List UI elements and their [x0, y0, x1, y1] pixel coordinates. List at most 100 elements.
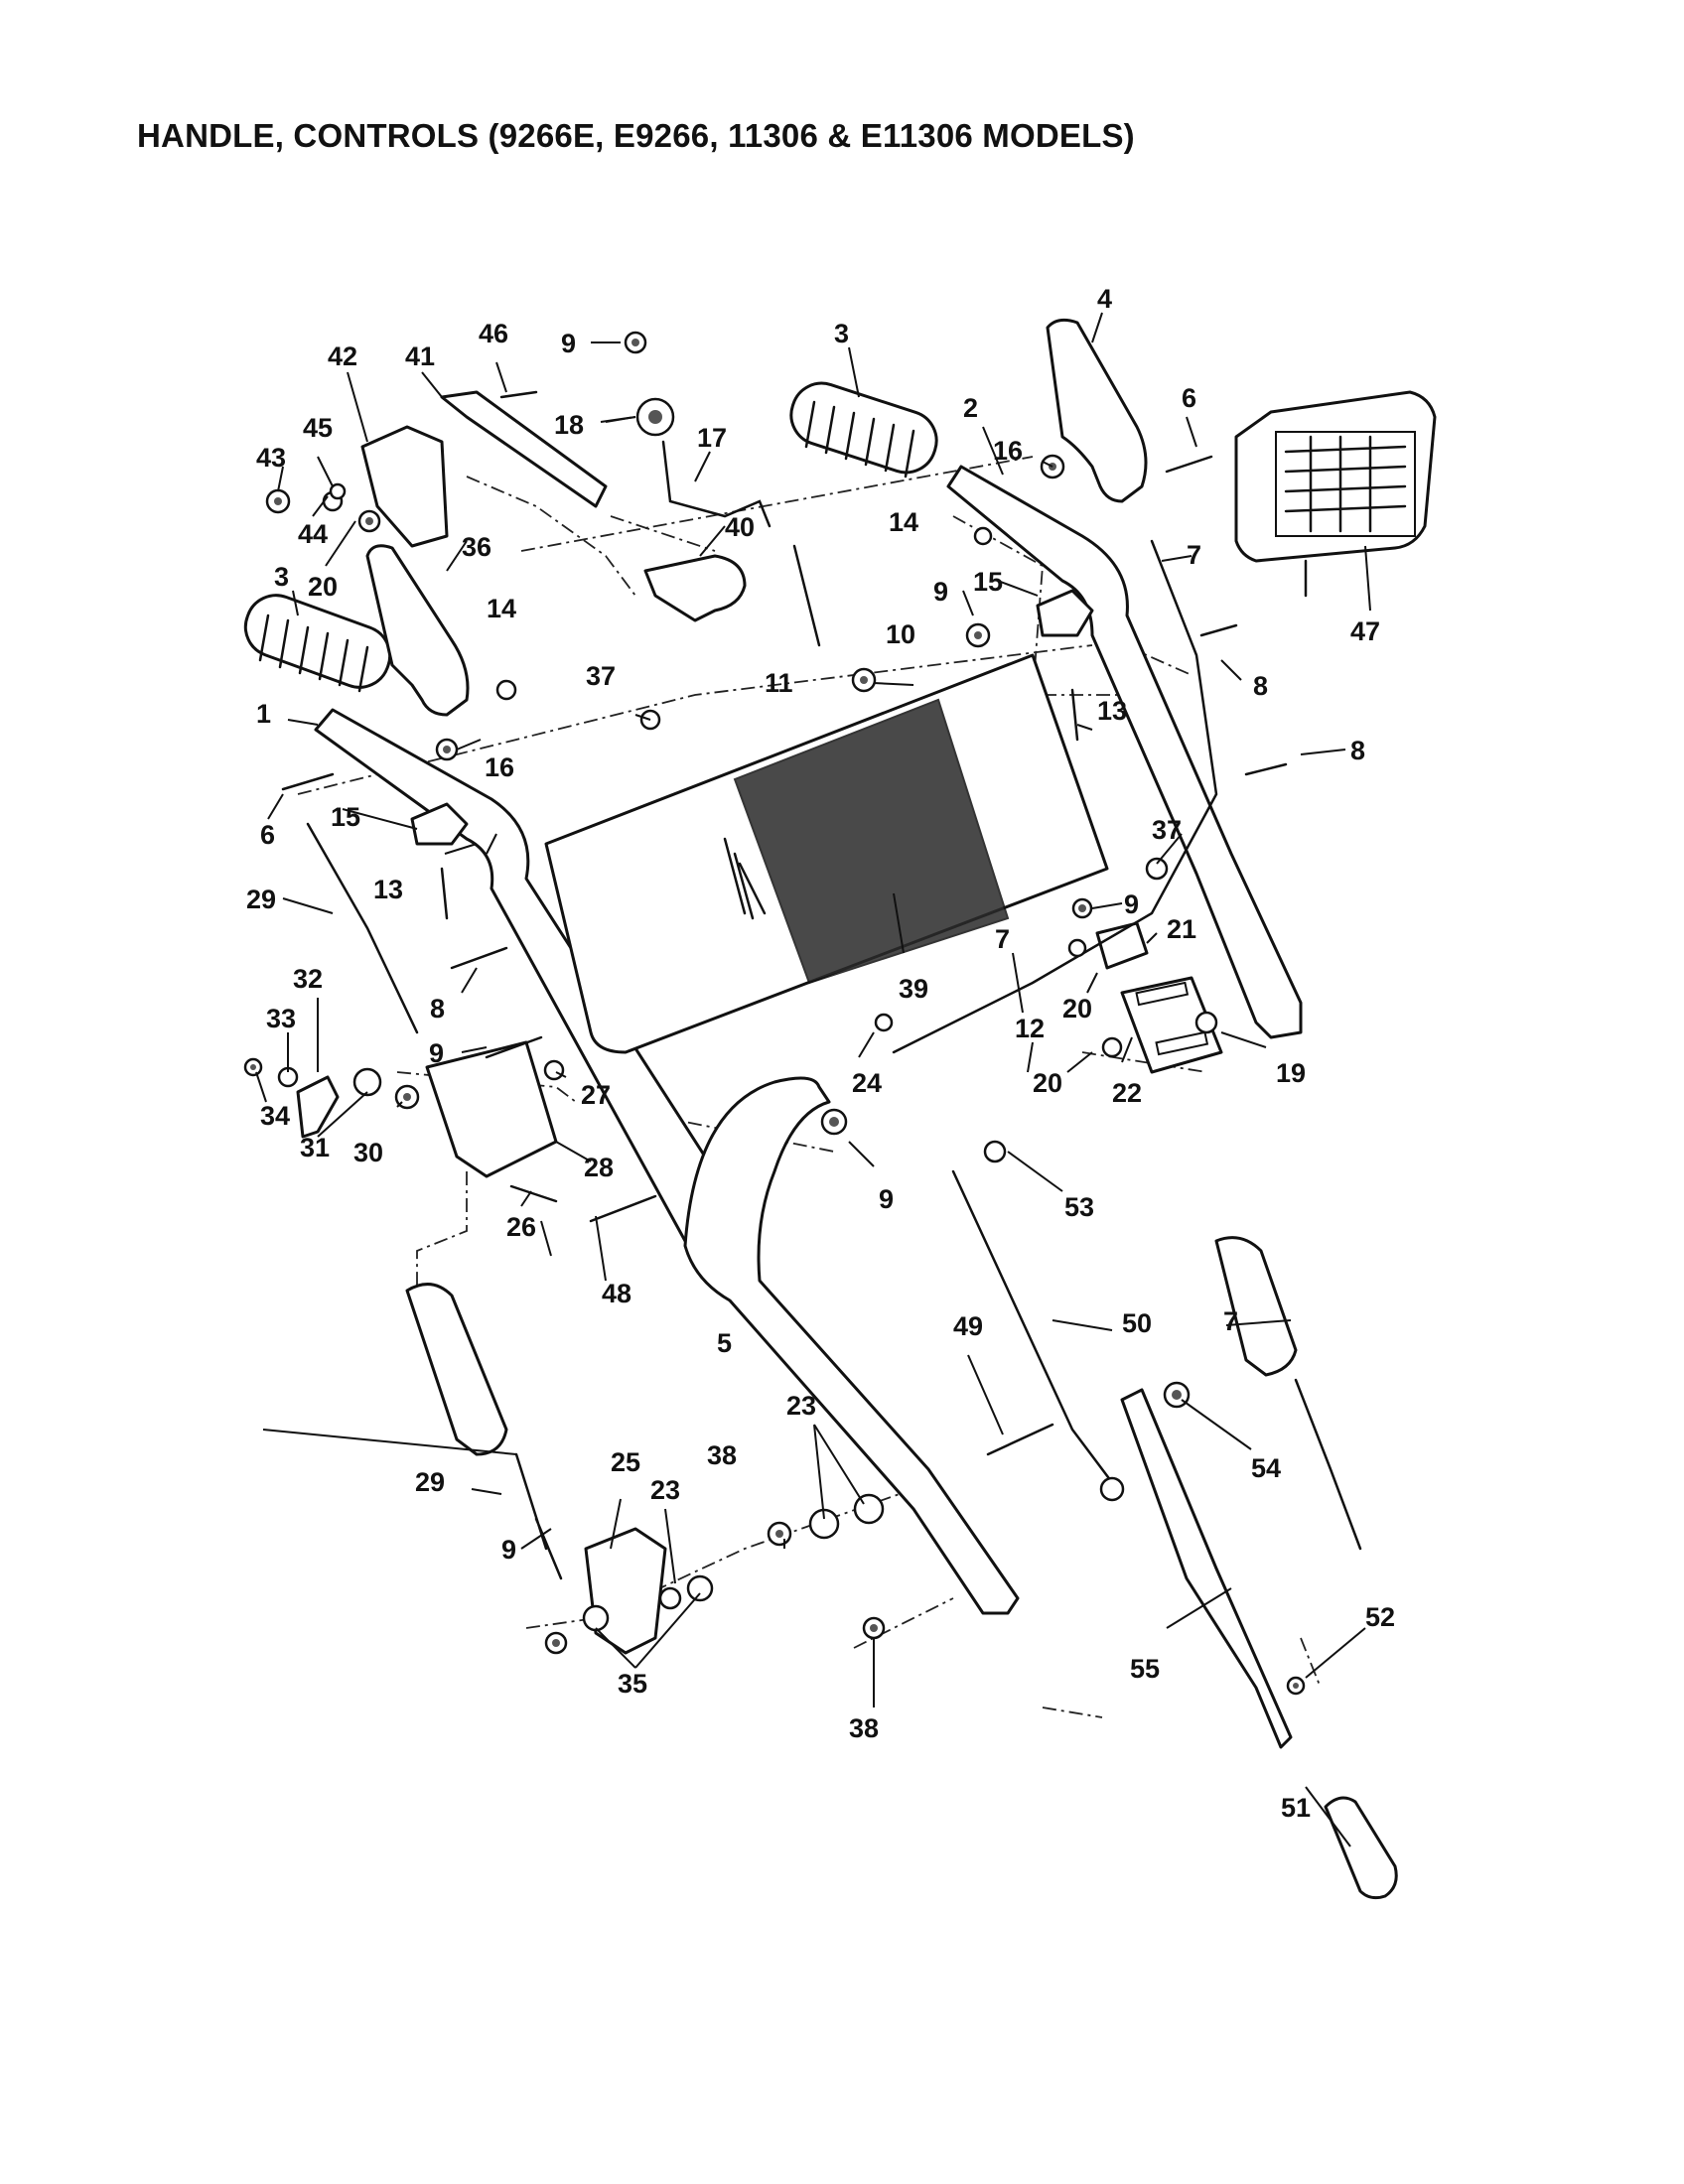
right-handle-tube — [946, 465, 1303, 1039]
callout-22: 22 — [1112, 1078, 1142, 1108]
callout-24: 24 — [852, 1068, 882, 1098]
callout-20-upper: 20 — [1062, 994, 1092, 1024]
left-cable-boot — [405, 1283, 508, 1456]
callout-37-left: 37 — [586, 661, 616, 691]
left-control-lever — [365, 544, 470, 717]
left-grip — [243, 594, 392, 693]
callout-49: 49 — [953, 1311, 983, 1341]
callout-37-right: 37 — [1152, 815, 1182, 845]
callout-labels: 1 2 3 3 4 5 6 6 7 7 7 8 8 8 9 9 9 9 9 9 … — [246, 284, 1395, 1823]
headlight — [1234, 390, 1437, 598]
callout-5: 5 — [717, 1328, 732, 1358]
left-mount-bracket — [360, 425, 449, 548]
bolt — [986, 1423, 1054, 1456]
callout-40: 40 — [725, 512, 755, 542]
callout-25: 25 — [611, 1447, 640, 1477]
callout-leaders — [255, 312, 1371, 1847]
callout-9-top: 9 — [561, 329, 576, 358]
callout-52: 52 — [1365, 1602, 1395, 1632]
callout-9-panel: 9 — [933, 577, 948, 607]
callout-20-left: 20 — [308, 572, 338, 602]
callout-29-lower: 29 — [415, 1467, 445, 1497]
callout-1: 1 — [256, 699, 271, 729]
callout-34: 34 — [260, 1101, 290, 1131]
hex-bolt — [509, 1184, 558, 1203]
right-cable-boot — [1214, 1236, 1298, 1377]
carriage-bolt — [589, 1194, 657, 1223]
upper-bracket — [440, 390, 608, 508]
callout-15-right: 15 — [973, 567, 1003, 597]
callout-26: 26 — [506, 1212, 536, 1242]
callout-50: 50 — [1122, 1308, 1152, 1338]
callout-4: 4 — [1097, 284, 1112, 314]
mount-plate — [1120, 976, 1223, 1074]
callout-23-lower: 23 — [650, 1475, 680, 1505]
callout-6-left: 6 — [260, 820, 275, 850]
callout-8-right-upper: 8 — [1253, 671, 1268, 701]
callout-13-right: 13 — [1097, 696, 1127, 726]
callout-46: 46 — [479, 319, 508, 348]
right-grip — [789, 381, 938, 478]
small-bracket — [296, 1075, 340, 1139]
callout-16-right: 16 — [993, 436, 1023, 466]
callout-17: 17 — [697, 423, 727, 453]
lower-handle-tube — [683, 1076, 1020, 1615]
callout-10: 10 — [886, 619, 915, 649]
callout-38-lower: 38 — [849, 1713, 879, 1743]
right-control-lever — [1046, 318, 1148, 503]
callout-23-upper: 23 — [786, 1391, 816, 1421]
callout-11: 11 — [765, 668, 793, 698]
panel-grid-insert — [733, 698, 1010, 985]
callout-36: 36 — [462, 532, 491, 562]
callout-7-lower: 7 — [1223, 1306, 1238, 1336]
left-cable — [306, 822, 419, 1034]
callout-33: 33 — [266, 1004, 296, 1033]
diagram-title: HANDLE, CONTROLS (9266E, E9266, 11306 & … — [137, 117, 1135, 154]
callout-19: 19 — [1276, 1058, 1306, 1088]
callout-14-left: 14 — [487, 594, 516, 623]
callout-43: 43 — [256, 443, 286, 473]
callout-31: 31 — [300, 1133, 330, 1162]
cable-bracket — [1095, 921, 1149, 970]
callout-27: 27 — [581, 1080, 611, 1110]
callout-9-bottom-left: 9 — [501, 1535, 516, 1565]
callout-9-right: 9 — [1124, 889, 1139, 919]
knob — [1324, 1796, 1398, 1900]
callout-45: 45 — [303, 413, 333, 443]
callout-16-left: 16 — [485, 752, 514, 782]
callout-7-middle: 7 — [995, 924, 1010, 954]
callout-54: 54 — [1251, 1453, 1281, 1483]
callout-9-left: 9 — [429, 1038, 444, 1068]
callout-39: 39 — [899, 974, 928, 1004]
callout-6-right: 6 — [1182, 383, 1196, 413]
right-pivot-bracket — [1036, 589, 1094, 637]
lower-plate — [584, 1527, 667, 1655]
callout-20-lower: 20 — [1033, 1068, 1062, 1098]
handle-parts — [243, 318, 1437, 1900]
callout-53: 53 — [1064, 1192, 1094, 1222]
rod-guide — [643, 554, 747, 622]
callout-55: 55 — [1130, 1654, 1160, 1684]
callout-51: 51 — [1281, 1793, 1311, 1823]
callout-48: 48 — [602, 1279, 632, 1308]
callout-15-left: 15 — [331, 802, 360, 832]
callout-9-mid: 9 — [879, 1184, 894, 1214]
hardware — [243, 331, 1306, 1696]
left-lower-bracket — [425, 1040, 558, 1178]
callout-18: 18 — [554, 410, 584, 440]
callout-2: 2 — [963, 393, 978, 423]
callout-38-upper: 38 — [707, 1440, 737, 1470]
speed-lever-rod — [1120, 1388, 1293, 1749]
callout-35: 35 — [618, 1669, 647, 1699]
callout-41: 41 — [405, 341, 435, 371]
callout-13-left: 13 — [373, 875, 403, 904]
callout-3-right: 3 — [834, 319, 849, 348]
callout-7-upper: 7 — [1187, 540, 1201, 570]
callout-8-left: 8 — [430, 994, 445, 1024]
callout-29-upper: 29 — [246, 885, 276, 914]
callout-14-right: 14 — [889, 507, 918, 537]
callout-44: 44 — [298, 519, 328, 549]
callout-47: 47 — [1350, 616, 1380, 646]
